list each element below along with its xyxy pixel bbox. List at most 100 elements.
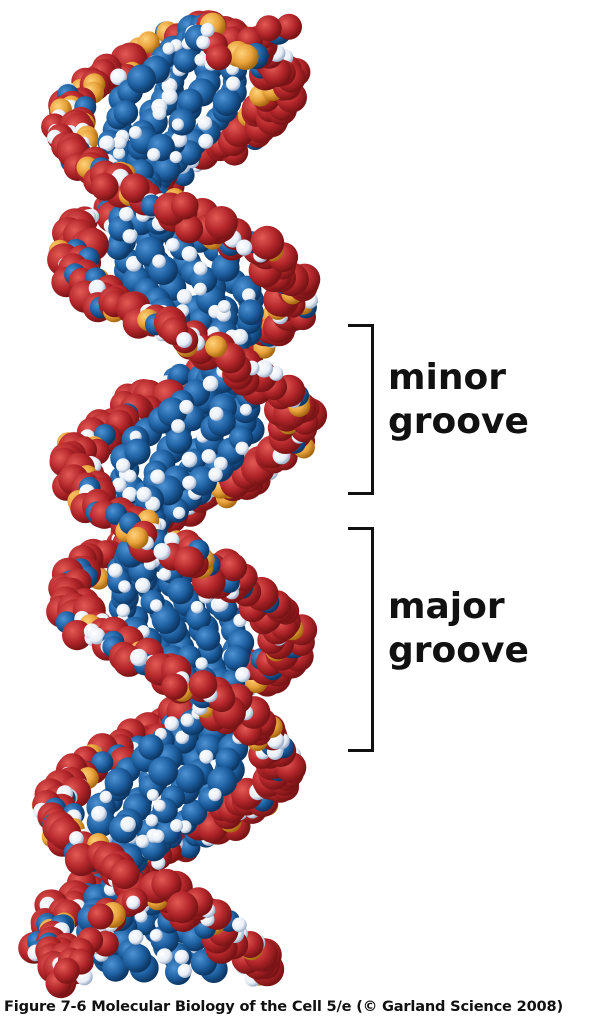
atom-sphere <box>87 903 114 930</box>
atom-sphere <box>171 118 184 131</box>
atom-sphere <box>232 917 247 933</box>
atom-sphere <box>205 335 228 358</box>
atom-sphere <box>120 173 150 203</box>
atom-sphere <box>126 895 141 910</box>
atom-sphere <box>62 620 93 651</box>
atom-sphere <box>217 300 231 313</box>
atom-sphere <box>153 799 166 812</box>
atom-sphere <box>162 42 175 55</box>
atom-sphere <box>91 805 107 822</box>
atom-sphere <box>122 943 152 973</box>
atom-sphere <box>135 577 151 594</box>
atom-sphere <box>124 438 151 465</box>
atom-sphere <box>158 567 172 581</box>
atom-sphere <box>136 486 152 503</box>
atom-sphere <box>145 814 158 827</box>
atom-sphere <box>177 88 203 115</box>
atom-sphere <box>151 829 165 843</box>
atom-sphere <box>197 116 213 131</box>
atom-sphere <box>188 670 218 699</box>
atom-sphere <box>110 859 140 889</box>
atom-sphere <box>151 605 181 634</box>
atom-sphere <box>110 68 127 86</box>
atom-sphere <box>211 253 240 282</box>
atom-sphere <box>130 648 148 667</box>
atom-sphere <box>193 282 207 296</box>
atom-sphere <box>149 929 163 942</box>
atom-sphere <box>156 948 173 965</box>
atom-sphere <box>171 419 186 434</box>
atom-sphere <box>213 456 228 471</box>
atom-sphere <box>190 600 204 614</box>
atom-sphere <box>115 458 131 473</box>
minor-groove-label-line2: groove <box>388 401 529 442</box>
atom-sphere <box>175 215 204 244</box>
atom-sphere <box>173 546 205 578</box>
atom-sphere <box>204 206 238 240</box>
atom-sphere <box>175 730 190 745</box>
atom-sphere <box>147 148 161 162</box>
atom-sphere <box>182 475 197 490</box>
atom-sphere <box>202 375 219 392</box>
atom-sphere <box>122 229 137 244</box>
atom-sphere <box>232 328 249 345</box>
atom-sphere <box>170 819 184 833</box>
atom-sphere <box>219 553 248 582</box>
atom-sphere <box>111 477 127 493</box>
major-groove-label-line2: groove <box>388 630 529 671</box>
dna-space-filling-model-icon <box>18 10 328 999</box>
major-groove-label-line1: major <box>388 586 505 627</box>
atom-sphere <box>122 486 138 503</box>
atom-sphere <box>176 332 193 348</box>
atom-sphere <box>195 625 221 651</box>
atom-sphere <box>138 734 164 760</box>
atom-sphere <box>223 645 250 672</box>
atom-sphere <box>250 225 285 260</box>
atom-sphere <box>152 106 167 121</box>
atom-sphere <box>146 789 159 801</box>
atom-sphere <box>171 131 188 148</box>
atom-sphere <box>242 288 256 302</box>
atom-sphere <box>165 427 193 454</box>
atom-sphere <box>239 403 252 416</box>
atom-sphere <box>196 35 211 50</box>
atom-sphere <box>128 126 142 139</box>
atom-sphere <box>165 238 180 252</box>
atom-sphere <box>172 506 186 520</box>
atom-sphere <box>161 88 178 105</box>
atom-sphere <box>99 135 115 152</box>
atom-sphere <box>118 580 131 593</box>
atom-sphere <box>153 543 171 560</box>
atom-sphere <box>123 469 137 483</box>
figure-caption: Figure 7-6 Molecular Biology of the Cell… <box>4 998 563 1015</box>
atom-sphere <box>166 891 199 924</box>
atom-sphere <box>226 76 241 91</box>
atom-sphere <box>205 44 232 71</box>
atom-sphere <box>161 673 188 700</box>
atom-sphere <box>126 526 149 549</box>
atom-sphere <box>276 13 302 40</box>
atom-sphere <box>174 949 189 965</box>
atom-sphere <box>152 254 166 268</box>
minor-groove-bracket <box>348 324 374 495</box>
atom-sphere <box>104 767 134 797</box>
atom-sphere <box>113 147 126 160</box>
atom-sphere <box>112 135 127 150</box>
atom-sphere <box>127 64 156 94</box>
atom-sphere <box>53 957 80 984</box>
atom-sphere <box>186 605 212 631</box>
atom-sphere <box>235 667 251 683</box>
atom-sphere <box>232 44 259 70</box>
atom-sphere <box>171 191 199 220</box>
atom-sphere <box>199 749 214 764</box>
atom-sphere <box>119 206 134 222</box>
atom-sphere <box>235 441 249 455</box>
minor-groove-label-line1: minor <box>388 357 506 398</box>
atom-sphere <box>91 751 114 774</box>
atom-sphere <box>150 469 166 485</box>
atom-sphere <box>215 747 240 773</box>
atom-sphere <box>176 289 192 305</box>
atom-sphere <box>99 790 113 804</box>
atom-sphere <box>255 15 282 42</box>
